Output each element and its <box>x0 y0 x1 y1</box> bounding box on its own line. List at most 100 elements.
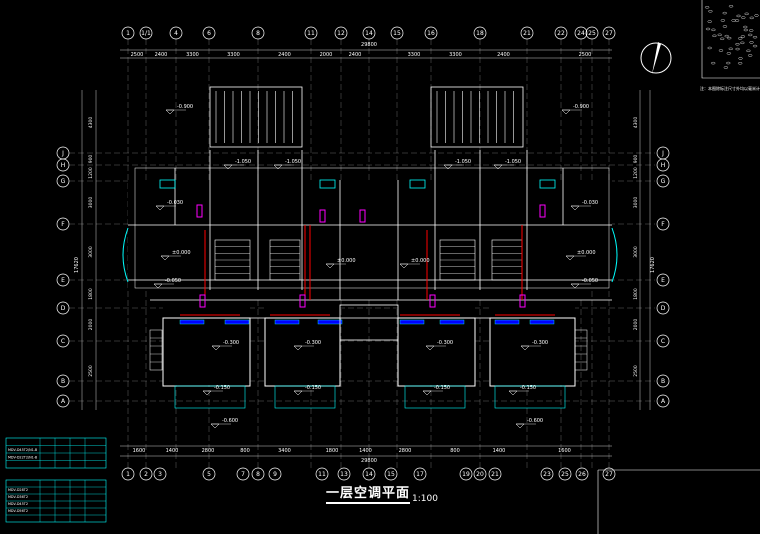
axis-label-right: J <box>661 150 664 157</box>
level-mark-icon <box>493 164 503 170</box>
site-building-mark <box>735 43 740 46</box>
axis-bubble-right <box>656 174 670 188</box>
dim-value-bottom: 2800 <box>202 448 215 454</box>
axis-label-left: E <box>61 277 65 284</box>
axis-label-bottom: 17 <box>416 471 424 478</box>
site-building-mark <box>708 10 713 13</box>
axis-label-right: G <box>661 178 666 185</box>
level-mark-icon <box>422 390 432 396</box>
axis-bubble-bottom <box>362 467 376 481</box>
axis-label-bottom: 15 <box>387 471 395 478</box>
site-building-mark <box>712 34 717 38</box>
stair-block <box>430 86 524 148</box>
site-building-mark <box>711 28 716 32</box>
axis-label-bottom: 26 <box>578 471 586 478</box>
axis-label-top: 18 <box>476 30 484 37</box>
dim-value-top: 2500 <box>131 52 144 58</box>
site-building-mark <box>748 33 753 37</box>
dim-total-left: 17620 <box>74 257 80 273</box>
dim-value-top: 3300 <box>449 52 462 58</box>
axis-bubble-right <box>656 374 670 388</box>
axis-bubble-bottom <box>139 467 153 481</box>
level-value: -0.900 <box>177 104 193 110</box>
axis-label-bottom: 23 <box>543 471 551 478</box>
ac-unit-icon <box>429 294 436 308</box>
site-building-mark <box>749 16 754 20</box>
central-entrance <box>339 304 399 341</box>
ac-indoor-unit-icon <box>317 319 343 325</box>
dim-value-left: 1800 <box>88 288 94 300</box>
ac-unit-icon <box>196 204 203 218</box>
axis-label-top: 12 <box>337 30 345 37</box>
site-building-mark <box>746 49 751 53</box>
axis-label-top: 24 <box>577 30 585 37</box>
level-value: -1.050 <box>505 159 521 165</box>
level-value: -0.050 <box>165 278 181 284</box>
axis-bubble-bottom <box>602 467 616 481</box>
dim-value-right: 3000 <box>633 246 639 258</box>
axis-label-bottom: 5 <box>207 471 211 478</box>
axis-label-right: A <box>661 398 666 405</box>
site-building-mark <box>743 25 748 29</box>
site-building-mark <box>726 52 732 55</box>
axis-label-bottom: 27 <box>605 471 613 478</box>
level-mark-icon <box>293 390 303 396</box>
site-building-mark <box>727 36 732 40</box>
drawing-title: 一层空调平面 <box>326 486 411 504</box>
level-mark-icon <box>508 390 518 396</box>
dim-value-bottom: 3400 <box>278 448 291 454</box>
axis-bubble-bottom <box>202 467 216 481</box>
dim-value-top: 3300 <box>186 52 199 58</box>
site-building-mark <box>747 54 753 57</box>
level-value: ±0.000 <box>577 250 596 256</box>
level-value: -0.600 <box>527 418 543 424</box>
axis-bubble-bottom <box>315 467 329 481</box>
axis-label-right: E <box>661 277 665 284</box>
ac-unit-icon <box>199 294 206 308</box>
site-building-mark <box>726 61 731 65</box>
dim-total-top: 29800 <box>361 42 377 48</box>
axis-bubble-right <box>656 334 670 348</box>
axis-label-bottom: 13 <box>340 471 348 478</box>
axis-bubble-bottom <box>558 467 572 481</box>
site-building-mark <box>722 11 727 15</box>
level-mark-icon <box>210 423 220 429</box>
site-plan-thumbnail <box>704 5 759 69</box>
ac-unit-icon <box>519 294 526 308</box>
level-value: -0.150 <box>434 385 450 391</box>
dim-value-right: 1800 <box>633 288 639 300</box>
dim-value-top: 3300 <box>408 52 421 58</box>
site-building-mark <box>752 35 758 39</box>
ac-indoor-unit-icon <box>529 319 555 325</box>
dim-value-top: 3300 <box>227 52 240 58</box>
site-building-mark <box>720 19 726 22</box>
dim-value-left: 4300 <box>88 117 94 129</box>
ac-indoor-unit-icon <box>494 319 520 325</box>
axis-bubble-bottom <box>153 467 167 481</box>
legend-table: MDV-D45T2/N1-BMDV-D22T2/N1-BMDV-D28T2MDV… <box>5 437 107 523</box>
site-building-mark <box>736 14 741 18</box>
stair-block <box>209 86 303 148</box>
site-building-mark <box>740 41 745 45</box>
site-building-mark <box>723 66 729 69</box>
balcony <box>174 385 246 409</box>
axis-label-top: 15 <box>393 30 401 37</box>
axis-label-top: 21 <box>523 30 531 37</box>
legend-row-label: MDV-D22T2/N1-B <box>8 456 38 460</box>
entry-steps <box>574 329 588 371</box>
axis-bubble-bottom <box>268 467 282 481</box>
axis-label-top: 8 <box>256 30 260 37</box>
site-building-mark <box>738 37 743 40</box>
level-mark-icon <box>165 109 175 115</box>
axis-bubble-bottom <box>384 467 398 481</box>
dim-value-bottom: 1400 <box>166 448 179 454</box>
ac-unit-icon <box>539 204 546 218</box>
axis-label-bottom: 7 <box>241 471 245 478</box>
axis-label-left: C <box>61 338 65 345</box>
dim-value-bottom: 1600 <box>133 448 146 454</box>
dim-value-left: 2000 <box>88 319 94 331</box>
dim-value-top: 2000 <box>320 52 333 58</box>
axis-bubble-bottom <box>413 467 427 481</box>
axis-label-left: B <box>61 378 65 385</box>
